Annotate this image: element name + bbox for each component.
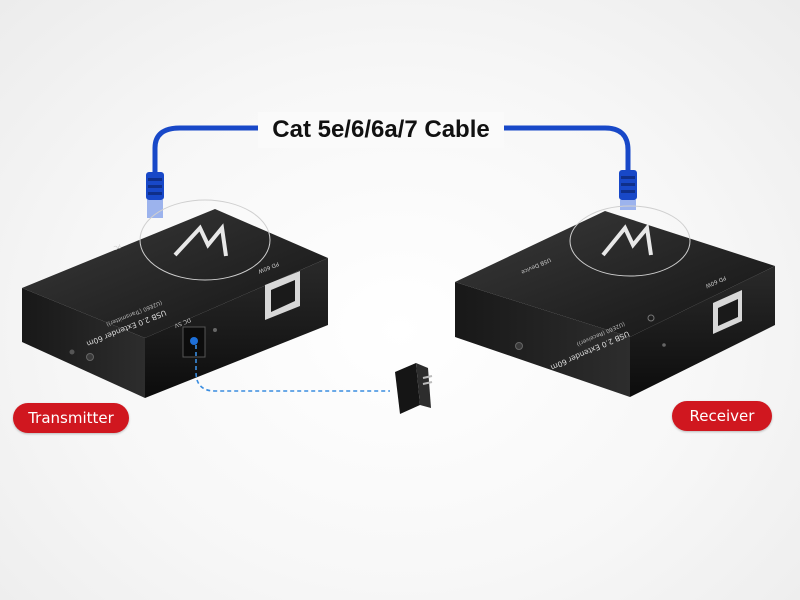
triangle-logo-mark [569, 205, 691, 277]
rj45-plug-transmitter [146, 172, 164, 218]
triangle-logo-mark [139, 199, 271, 281]
network-cable [152, 125, 262, 185]
transmitter-device: USB 2.0 Extender 60m (U2E60 (Transmitter… [22, 199, 328, 398]
transmitter-pc-label: PC [112, 242, 121, 250]
rj45-plug-receiver [619, 170, 637, 210]
receiver-device: USB 2.0 Extender 60m (U2E60 (Receiver)) … [455, 205, 775, 397]
rj45-port-icon [265, 271, 300, 320]
power-connection-line [195, 345, 390, 392]
dc-power-port [182, 326, 206, 358]
receiver-badge: Receiver [672, 401, 772, 431]
power-adapter-icon [395, 363, 433, 414]
rj45-port-icon [713, 290, 742, 334]
transmitter-badge: Transmitter [13, 403, 129, 433]
cable-type-label: Cat 5e/6/6a/7 Cable [258, 112, 504, 148]
network-cable [504, 125, 631, 182]
